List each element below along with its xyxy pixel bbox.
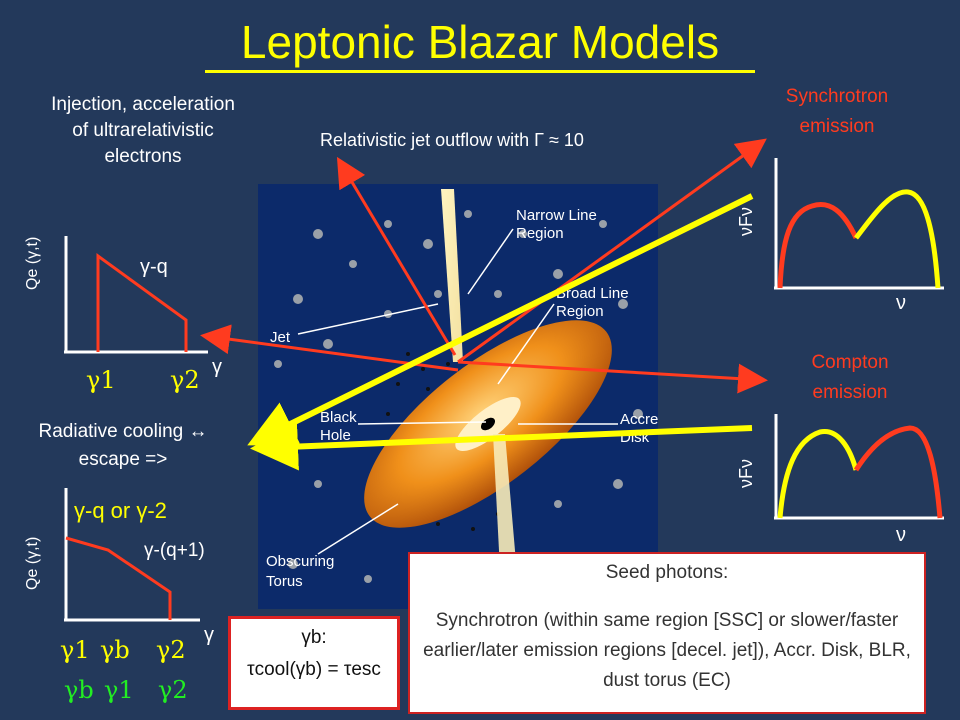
sync-ylabel: νFν [736,207,756,236]
jet-label: Relativistic jet outflow with Γ ≈ 10 [320,130,584,150]
injection-arrow [200,324,459,372]
torus-pointer [317,503,399,555]
inj-gamma2: γ2 [170,366,200,394]
cool-slope-label-a: γ-q or γ-2 [74,498,167,523]
cool-ylabel: Qe (γ,t) [24,536,41,590]
injection-label: Injection, acceleration of ultrarelativi… [51,94,235,167]
sync-xlabel: ν [896,292,906,314]
cool-row1-gamma2: γ2 [156,636,186,664]
disk-label-1: Accretion [620,411,658,428]
nlr-label-2: Region [516,225,564,242]
compton-xlabel: ν [896,524,906,546]
inj-slope-label: γ-q [140,256,168,278]
synchrotron-label: Synchrotron emission [785,86,889,137]
cool-spectrum [65,536,172,620]
cool-row2-gamma1: γ1 [104,676,134,704]
agn-drawing: Narrow Line Region Broad Line Region Jet… [266,189,658,609]
title-underline [205,70,755,73]
jet-upper [441,189,463,362]
nlr-label-1: Narrow Line [516,207,597,224]
inj-spectrum [96,253,188,352]
agn-schematic: Narrow Line Region Broad Line Region Jet… [258,184,658,609]
bh-label-2: Hole [320,427,351,444]
bh-pointer [357,421,487,425]
bh-label-1: Black [320,409,357,426]
compton-sed [774,414,944,520]
cool-slope-label-b: γ-(q+1) [144,540,205,561]
cool-xlabel: γ [204,624,214,646]
blr-label-2: Region [556,303,604,320]
inj-xlabel: γ [212,356,222,378]
nlr-pointer [467,228,514,295]
cooled-plot [64,488,200,622]
injection-plot [64,236,208,354]
blr-label-1: Broad Line [556,285,629,302]
seed-title: Seed photons: [605,562,729,583]
cool-row1-gamma1: γ1 [60,636,90,664]
sync-curve [777,202,859,289]
cool-row1-gammab: γb [100,636,130,664]
cooling-arrow-upper [247,193,754,446]
compton-sync-curve [777,429,859,519]
black-hole [480,417,496,431]
synchrotron-arrow [457,138,767,364]
sync-sed [774,158,944,290]
cooling-label: Radiative cooling ↔ escape => [38,421,208,470]
page-title: Leptonic Blazar Models [240,16,720,68]
seed-text: Synchrotron (within same region [SSC] or… [423,610,911,691]
jet-arrow [336,156,457,356]
seed-photons-box: Seed photons: Synchrotron (within same r… [408,552,926,714]
inj-ylabel: Qe (γ,t) [24,236,41,290]
jet-picture-label: Jet [270,329,291,346]
cooling-arrow-lower [250,422,753,471]
cool-row2-gamma2: γ2 [158,676,188,704]
compton-ylabel: νFν [736,459,756,488]
compton-ic-curve [853,425,943,519]
sync-ic-curve [854,189,941,289]
compton-label: Compton emission [811,352,889,403]
compton-arrow [457,360,768,394]
gamma-b-box: γb: τcool(γb) = τesc [228,616,400,710]
torus-label-1: Obscuring [266,553,334,570]
jet-pointer [297,303,439,335]
cool-row2-gammab: γb [64,676,94,704]
gamma-b-equation: τcool(γb) = τesc [247,659,381,680]
gamma-b-title: γb: [301,627,327,648]
inj-gamma1: γ1 [86,366,116,394]
blr-pointer [497,303,555,385]
torus-label-2: Torus [266,573,303,590]
